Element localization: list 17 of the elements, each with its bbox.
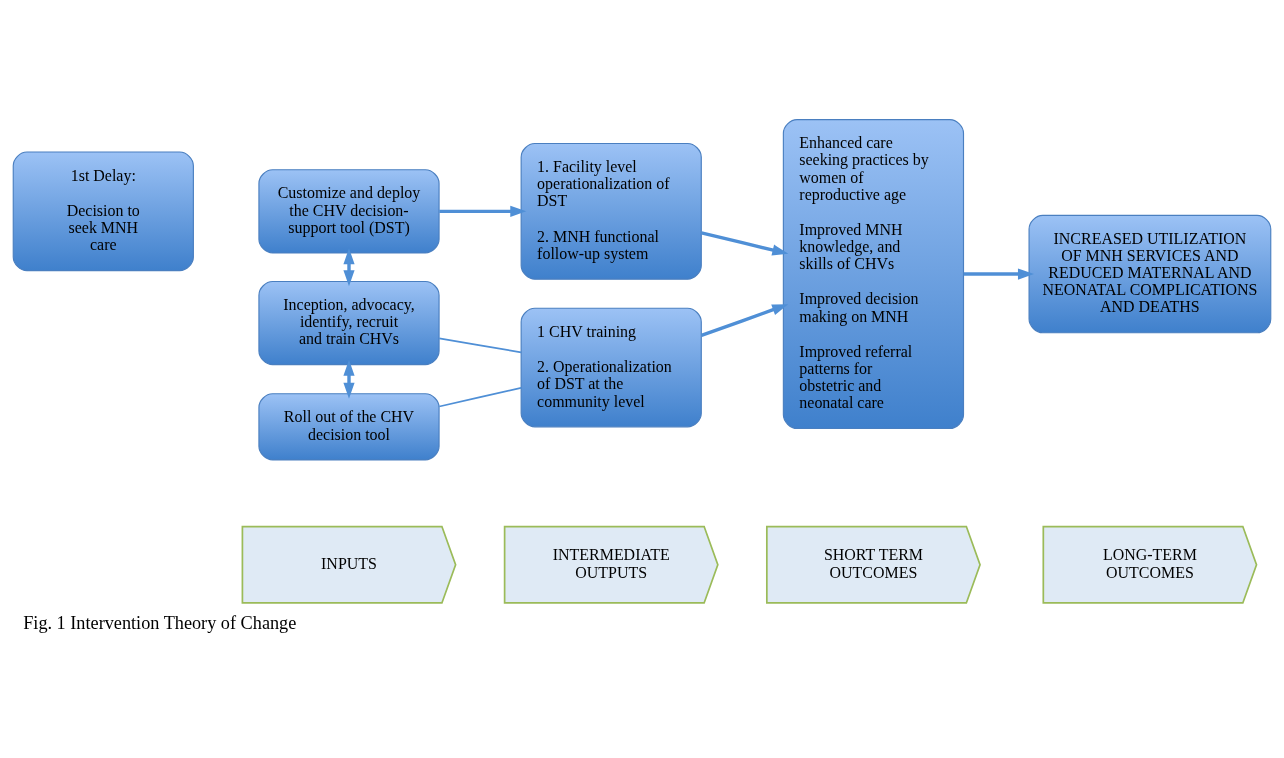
arrow — [343, 359, 355, 399]
arrow — [700, 303, 789, 337]
node-box: Inception, advocacy, identify, recruit and train CHVs — [258, 280, 440, 365]
arrow — [439, 205, 527, 217]
caption: Fig. 1 Intervention Theory of Change — [23, 612, 297, 633]
node-box: Customize and deploy the CHV decision-support tool (DST) — [258, 168, 440, 253]
connector — [438, 336, 522, 353]
node-box: Enhanced care seeking practices by women of reproductive age Improved MNH knowledge, and skills of CHVs Improved decision making on MNH Improved referral patterns for obstetric and neonatal care — [782, 118, 965, 429]
node-box: Roll out of the CHV decision tool — [258, 392, 440, 460]
node-box: 1 CHV training 2. Operationalization of DST at the community level — [520, 307, 702, 427]
arrow — [963, 267, 1034, 280]
arrow — [343, 247, 355, 286]
node-box: INCREASED UTILIZATION OF MNH SERVICES AND REDUCED MATERNAL AND NEONATAL COMPLICATIONS AND DEATHS — [1028, 214, 1272, 333]
connector — [438, 386, 522, 407]
node-box: 1st Delay: Decision to seek MNH care — [12, 151, 194, 271]
node-box: 1. Facility level operationalization of DST 2. MNH functional follow-up system — [520, 142, 702, 280]
arrow — [701, 230, 789, 255]
